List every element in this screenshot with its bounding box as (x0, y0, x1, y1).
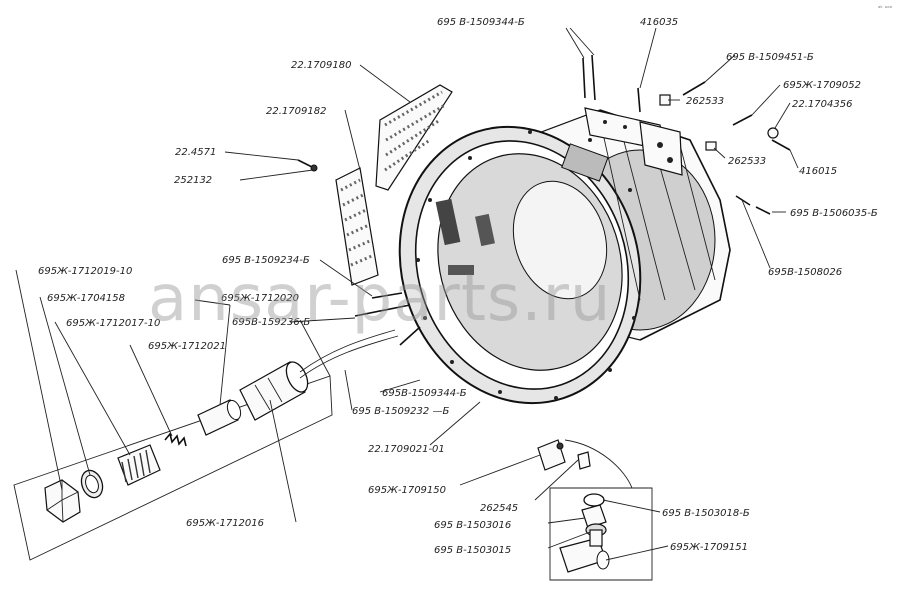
label-695v-1506035b: 695 В-1506035-Б (790, 208, 878, 219)
clutch-housing (398, 107, 731, 405)
label-695zh-1712016: 695Ж-1712016 (186, 518, 264, 529)
label-695zh-1709151: 695Ж-1709151 (670, 542, 748, 553)
part-labels: 695 В-1509344-Б 416035 695 В-1509451-Б 6… (38, 17, 878, 556)
label-695zh-1709052: 695Ж-1709052 (783, 80, 861, 91)
grille-lower (335, 167, 379, 286)
label-695zh-1712019-10: 695Ж-1712019-10 (38, 266, 132, 277)
label-695zh-1709150: 695Ж-1709150 (368, 485, 446, 496)
label-695v-1509344b-mid: 695В-1509344-Б (382, 388, 467, 399)
label-695v-1509232b: 695 В-1509232 —Б (352, 406, 449, 417)
studs-top (297, 54, 791, 215)
label-695v-1503016: 695 В-1503016 (434, 520, 511, 531)
corner-mark: ᵃᵏ ᵒᵒᵒ (878, 5, 893, 12)
label-22-1704356: 22.1704356 (792, 99, 852, 110)
label-695zh-1712017-10: 695Ж-1712017-10 (66, 318, 160, 329)
label-695v-159236b: 695В-159236-Б (232, 317, 310, 328)
label-22-1709182: 22.1709182 (266, 106, 326, 117)
valve-assembly-frame (13, 319, 399, 561)
label-252132: 252132 (174, 175, 212, 186)
label-262533-upper: 262533 (686, 96, 724, 107)
label-695v-1509344b-top: 695 В-1509344-Б (437, 17, 525, 28)
label-695zh-1704158: 695Ж-1704158 (47, 293, 125, 304)
label-695v-1509234b: 695 В-1509234-Б (222, 255, 310, 266)
label-695zh-1712020: 695Ж-1712020 (221, 293, 299, 304)
label-695zh-1712021: 695Ж-1712021 (148, 341, 226, 352)
grille-upper (375, 84, 453, 191)
label-262545: 262545 (480, 503, 518, 514)
label-695v-1503018b: 695 В-1503018-Б (662, 508, 750, 519)
fitting-frame (537, 439, 653, 581)
label-22-4571: 22.4571 (175, 147, 216, 158)
label-416035: 416035 (640, 17, 678, 28)
pins-left (354, 292, 421, 346)
label-22-1709021-01: 22.1709021-01 (368, 444, 445, 455)
label-262533-lower: 262533 (728, 156, 766, 167)
label-22-1709180: 22.1709180 (291, 60, 351, 71)
label-695v-1508026: 695В-1508026 (768, 267, 842, 278)
label-695v-1509451b: 695 В-1509451-Б (726, 52, 814, 63)
label-695v-1503015: 695 В-1503015 (434, 545, 511, 556)
label-416015: 416015 (799, 166, 837, 177)
leader-lines (15, 27, 799, 561)
watermark: ansar-parts.ru (148, 262, 611, 336)
